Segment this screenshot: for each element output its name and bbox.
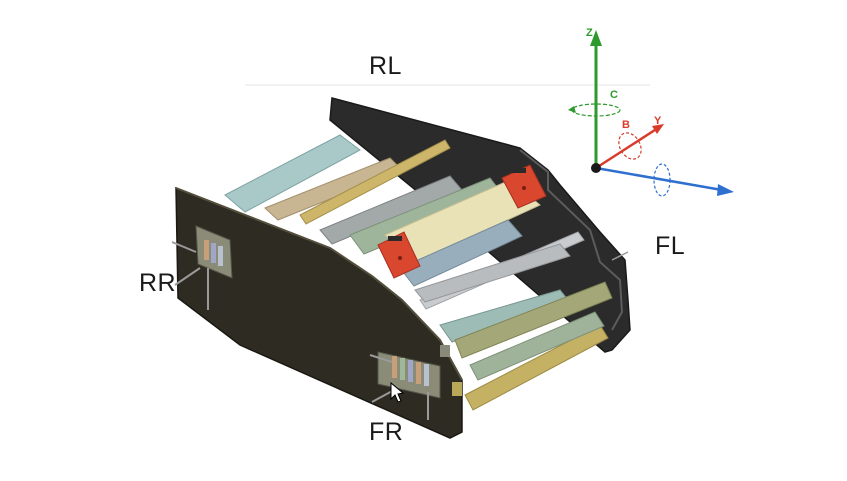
rr-spring [204, 240, 209, 260]
fr-mount-rod [371, 389, 395, 403]
rod-gold-top [299, 139, 451, 225]
x-axis-line [595, 166, 723, 192]
x-axis-arrowhead [717, 184, 734, 196]
rr-spring [211, 243, 216, 263]
tube-khaki-bottom [464, 324, 609, 411]
bracket-lower-tab [388, 236, 402, 241]
back-plate-step-edge [519, 149, 624, 331]
rear-left-label: RL [369, 52, 402, 80]
rotation-arrow-icon [653, 163, 671, 197]
axis-origin [591, 163, 601, 173]
tube-light-blue-top [224, 134, 361, 213]
x-axis-dash [595, 167, 723, 191]
rr-mount-rod [174, 267, 201, 286]
fr-spring [408, 360, 413, 382]
rear-right-label: RR [139, 269, 177, 297]
rr-spring-mount [171, 225, 233, 310]
fr-spring [392, 356, 397, 378]
front-left-label: FL [655, 232, 686, 260]
tube-end [452, 382, 462, 396]
red-brackets [377, 164, 547, 279]
b-rotation-label: B [622, 119, 630, 131]
fr-spring [400, 358, 405, 380]
fr-mount-rod [369, 354, 393, 363]
tube-end [440, 345, 450, 357]
rotation-arrow-icon [618, 132, 642, 160]
y-axis-label: Y [654, 115, 662, 127]
mouse-pointer-icon [390, 381, 405, 403]
c-rotation-label: C [610, 89, 618, 101]
tube-olive-low [454, 281, 613, 359]
coordinate-axes: Z Y C B [568, 27, 734, 197]
y-axis-line [595, 126, 659, 170]
bracket-lower-bolt [398, 256, 402, 260]
tube-sage-bottom [469, 311, 605, 381]
fr-spring [416, 362, 421, 384]
cross-members [224, 134, 613, 411]
tube-steel-blue [399, 219, 523, 287]
fl-mount-rod [611, 251, 629, 261]
z-axis-arrowhead [590, 30, 602, 46]
bracket-upper-tab [512, 168, 526, 173]
rr-mount-rod [171, 241, 197, 253]
rotation-arrowhead-icon [568, 106, 576, 113]
rr-spring [218, 246, 223, 266]
fr-spring [424, 364, 429, 386]
front-right-label: FR [369, 418, 404, 446]
bracket-upper-bolt [522, 186, 526, 190]
y-axis-arrowhead [652, 124, 664, 134]
z-axis-label: Z [586, 27, 593, 39]
tube-light-silver [414, 243, 571, 303]
tube-ends [440, 345, 462, 396]
